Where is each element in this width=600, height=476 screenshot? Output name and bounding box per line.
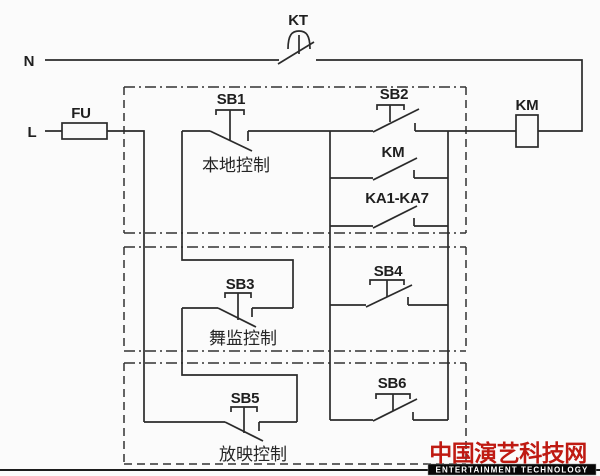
ka-contact-moving xyxy=(372,205,418,229)
kt-moving-contact xyxy=(277,41,315,65)
watermark-english-text: ENTERTAINMENT TECHNOLOGY xyxy=(436,466,589,475)
local-control-label: 本地控制 xyxy=(202,156,270,176)
sb5-button-symbol xyxy=(144,406,297,442)
sb2-moving-contact xyxy=(372,108,420,133)
sb1-moving-contact xyxy=(209,130,253,152)
km-coil-symbol xyxy=(515,114,539,148)
main-bus-down xyxy=(107,130,145,422)
sb2-button-symbol xyxy=(372,104,420,133)
fuse-label: FU xyxy=(71,105,91,122)
sb6-label: SB6 xyxy=(378,375,407,392)
sb1-to-sb3-link xyxy=(181,131,294,308)
km-contact-label: KM xyxy=(382,144,405,161)
km-contact-moving xyxy=(372,157,418,181)
stage-manager-control-box xyxy=(123,246,467,352)
stage-manager-control-label: 舞监控制 xyxy=(209,329,277,349)
sb3-label: SB3 xyxy=(226,276,255,293)
neutral-label: N xyxy=(24,53,35,70)
watermark-bar xyxy=(427,463,597,476)
watermark-chinese-text: 中国演艺科技网 xyxy=(429,440,587,467)
projection-control-label: 放映控制 xyxy=(219,445,287,465)
sb3-button-symbol xyxy=(182,292,293,328)
ka-contacts-symbol xyxy=(330,205,448,229)
projection-control-box xyxy=(123,362,467,465)
sb2-label: SB2 xyxy=(380,86,409,103)
km-coil-label: KM xyxy=(516,97,539,114)
watermark-logo: 中国演艺科技网 ENTERTAINMENT TECHNOLOGY xyxy=(427,440,597,476)
sb4-button-symbol xyxy=(330,279,448,308)
kt-delay-contact-symbol xyxy=(277,30,315,65)
sb1-button-symbol xyxy=(182,109,373,152)
ka-contacts-label: KA1-KA7 xyxy=(365,190,429,207)
sb6-moving-contact xyxy=(372,398,418,422)
km-aux-contact-symbol xyxy=(330,157,448,181)
line-label: L xyxy=(28,124,37,141)
kt-delay-arc xyxy=(287,30,311,50)
sb5-label: SB5 xyxy=(231,390,260,407)
n-line-right-drop xyxy=(316,59,583,132)
local-control-box xyxy=(123,86,467,234)
sb3-to-sb5-link xyxy=(181,308,298,422)
fuse-symbol xyxy=(61,122,108,140)
sb4-moving-contact xyxy=(365,284,413,308)
sb6-button-symbol xyxy=(330,393,448,422)
sb1-label: SB1 xyxy=(217,91,246,108)
sb3-moving-contact xyxy=(217,307,257,328)
sb4-label: SB4 xyxy=(374,263,403,280)
wires xyxy=(45,59,583,422)
kt-label: KT xyxy=(288,12,308,29)
